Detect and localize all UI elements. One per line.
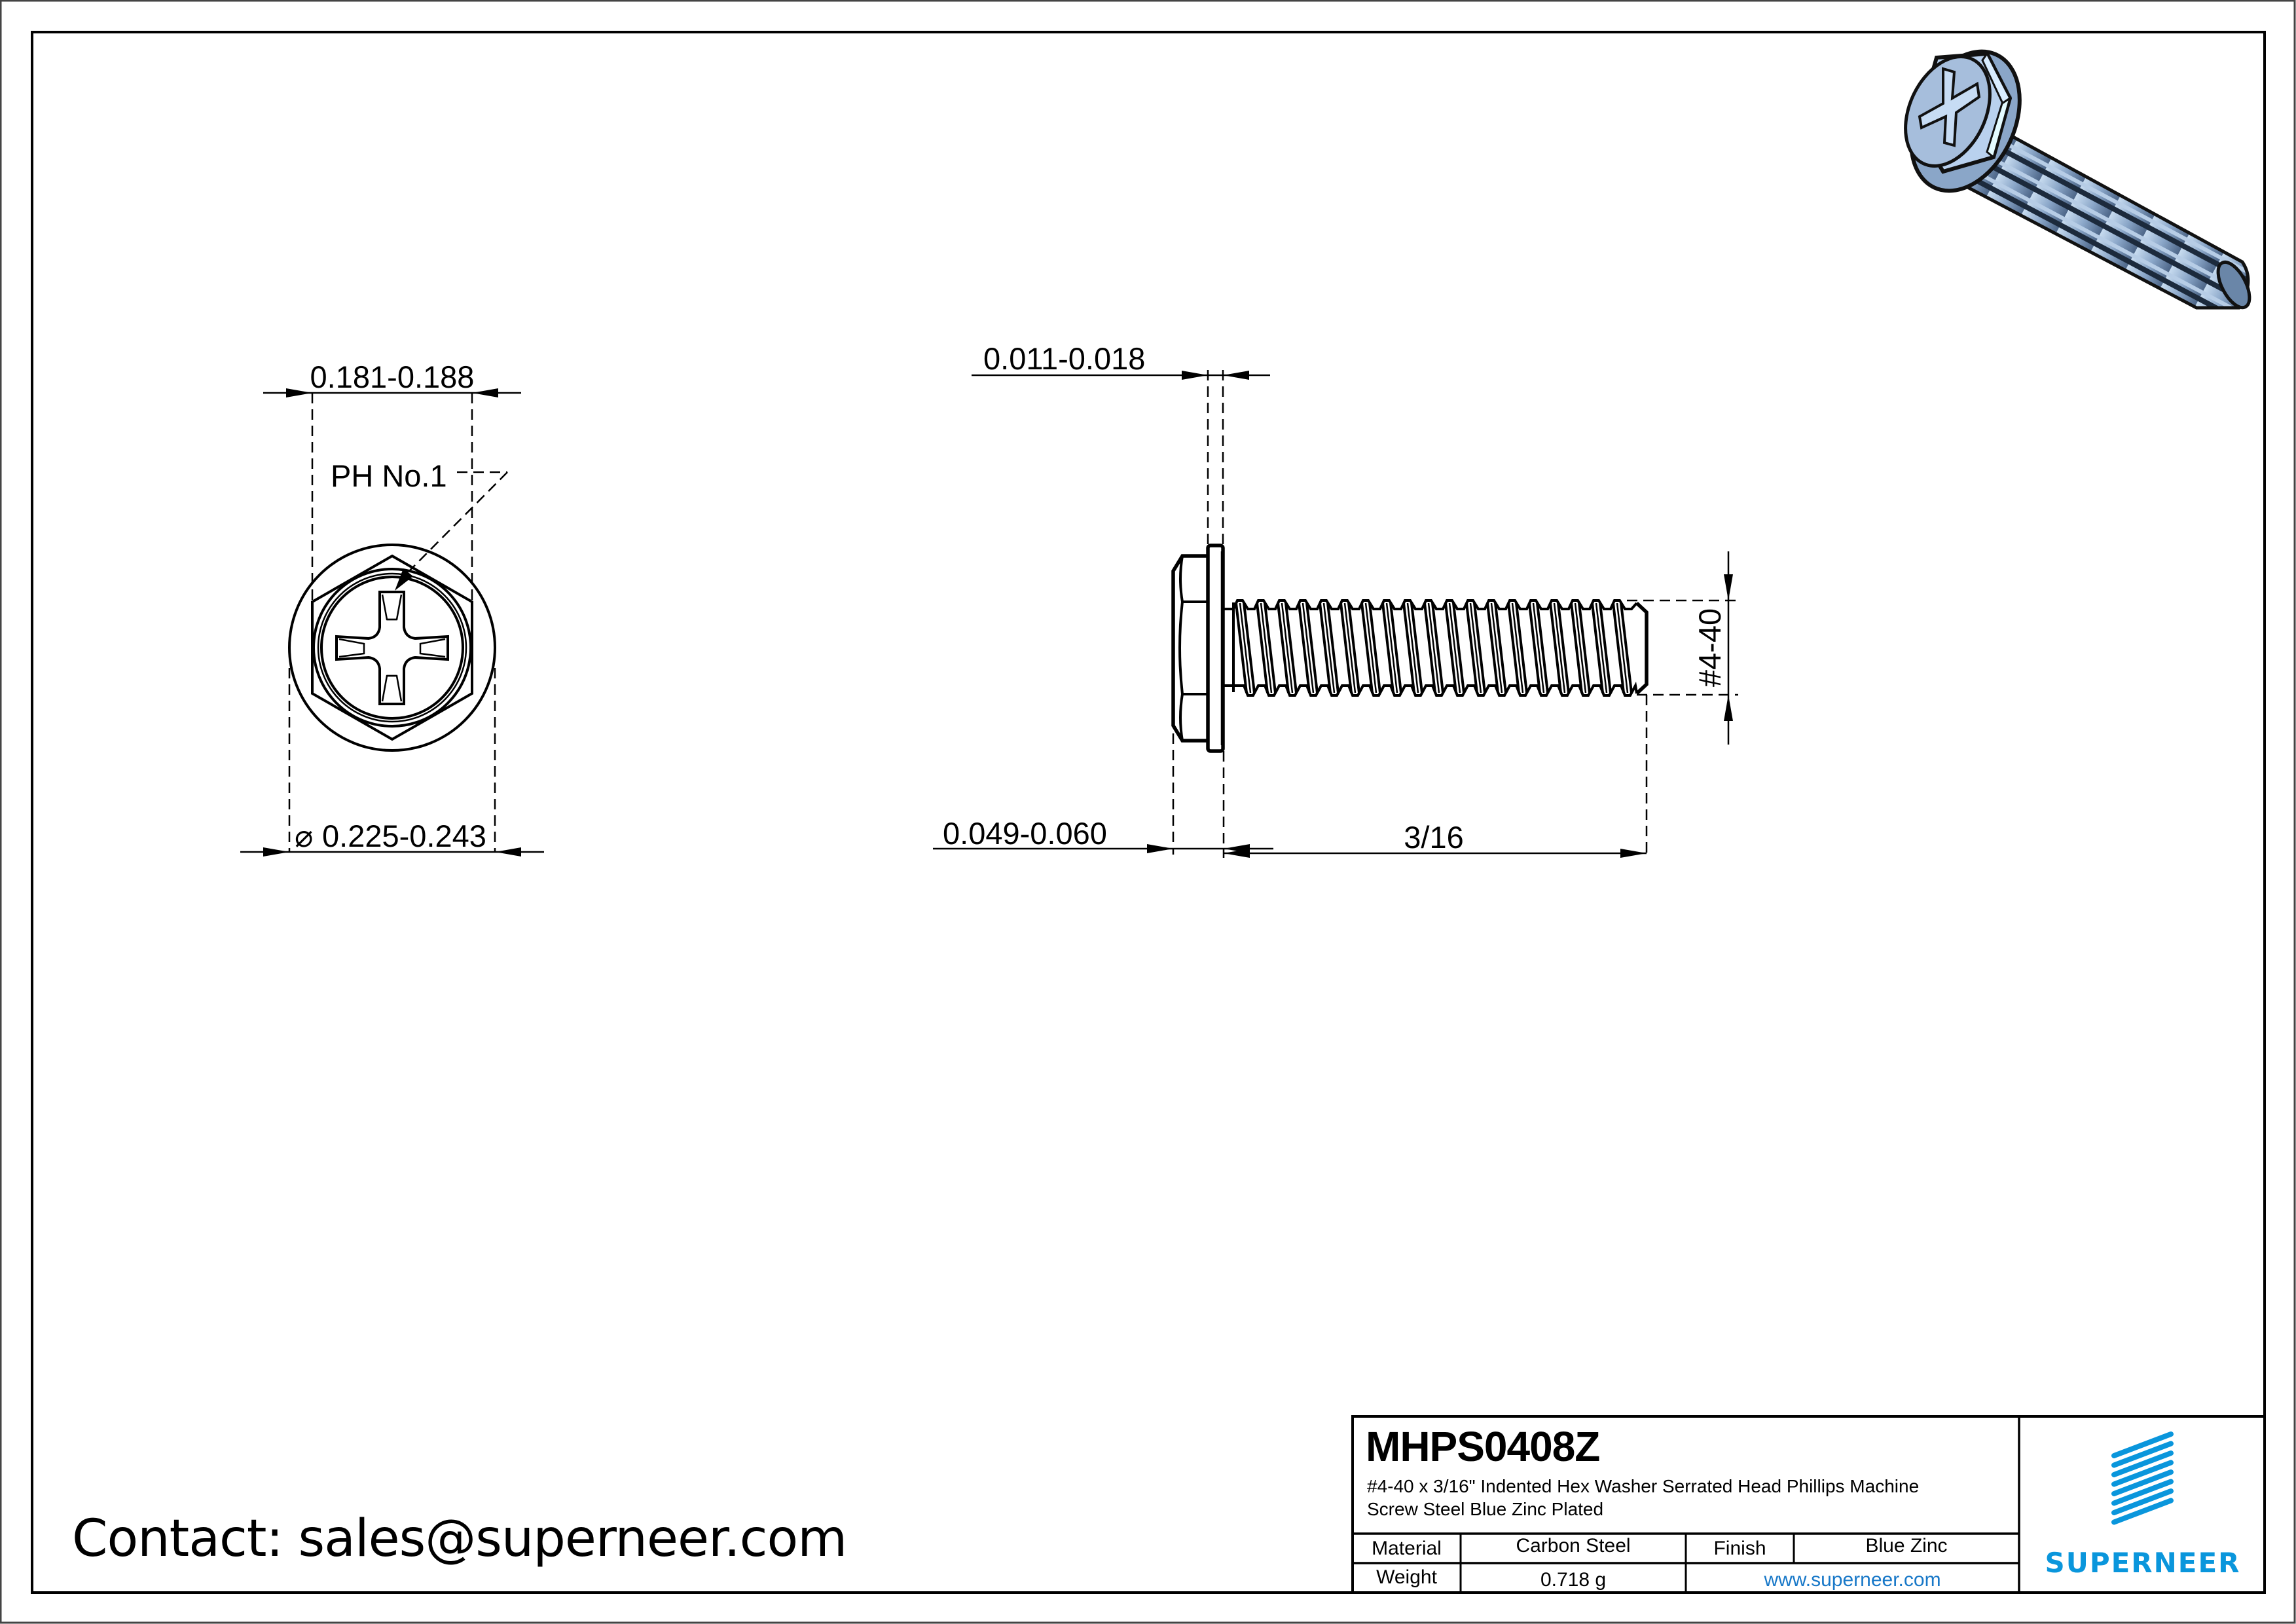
inner-border [31,31,2266,1594]
isometric-screw-image [1904,49,2251,310]
dim-length: 3/16 [1404,820,1463,855]
material-value: Carbon Steel [1516,1535,1631,1557]
website-link[interactable]: www.superneer.com [1764,1569,1941,1591]
superneer-logo-icon [2111,1431,2174,1525]
description-line-2: Screw Steel Blue Zinc Plated [1367,1499,1604,1519]
weight-value: 0.718 g [1540,1569,1607,1591]
dim-head-height: 0.049-0.060 [943,816,1107,851]
dim-thread-size: #4-40 [1692,608,1727,687]
finish-value: Blue Zinc [1865,1535,1948,1557]
front-view: 0.181-0.188 PH No.1 ⌀ 0.225-0.243 [240,360,544,857]
title-block [1351,1415,2266,1594]
description-line-1: #4-40 x 3/16" Indented Hex Washer Serrat… [1367,1476,1920,1496]
side-view: 0.011-0.018 0.049-0.060 3/16 #4-40 [933,341,1738,858]
material-label: Material [1372,1538,1442,1559]
diameter-symbol: ⌀ [295,819,313,853]
dim-washer-diameter: 0.225-0.243 [322,819,486,853]
superneer-logo-text: SUPERNEER [2045,1547,2241,1579]
part-description: #4-40 x 3/16" Indented Hex Washer Serrat… [1367,1475,2015,1521]
weight-label: Weight [1376,1566,1437,1588]
thread-body [1232,599,1638,697]
contact-email[interactable]: Contact: sales@superneer.com [72,1509,847,1568]
dim-washer-thickness: 0.011-0.018 [983,341,1145,376]
finish-label: Finish [1713,1538,1766,1559]
dim-head-across-flats: 0.181-0.188 [310,360,475,394]
part-number: MHPS0408Z [1366,1423,1600,1470]
drive-callout: PH No.1 [331,458,447,493]
